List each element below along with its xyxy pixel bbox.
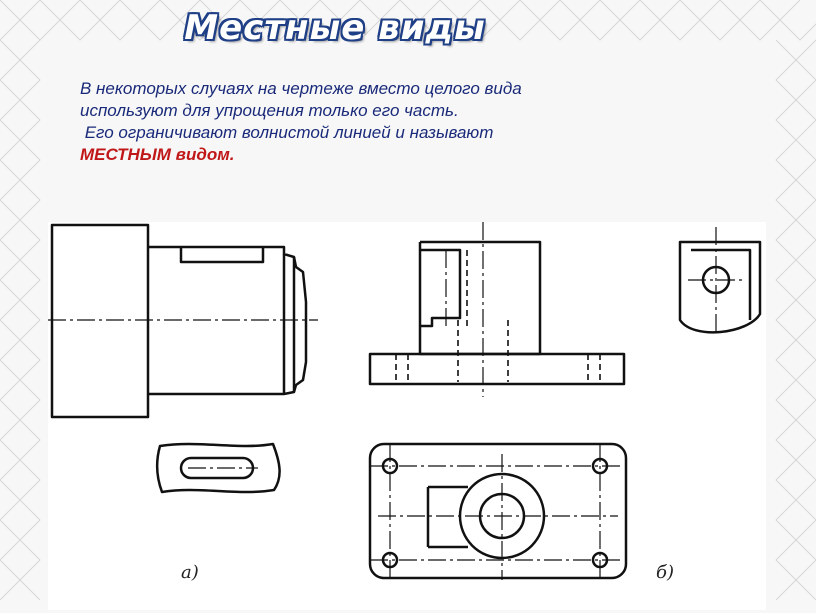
description-text: В некоторых случаях на чертеже вместо це… <box>80 78 640 166</box>
technical-drawing <box>48 222 762 580</box>
highlight-term: МЕСТНЫМ видом. <box>80 145 235 164</box>
shaft-front-view <box>50 223 308 419</box>
description-line-1: В некоторых случаях на чертеже вместо це… <box>80 79 522 98</box>
description-line-2: используют для упрощения только его част… <box>80 101 459 120</box>
bracket-front-view <box>368 240 626 386</box>
caption-a: а) <box>181 562 199 583</box>
bracket-top-view <box>368 442 628 580</box>
caption-b: б) <box>656 562 675 583</box>
bracket-local-view <box>678 240 762 334</box>
technical-drawing-figure: а) б) <box>48 222 766 610</box>
description-line-3: Его ограничивают волнистой линией и назы… <box>80 123 494 142</box>
slide-title: Местные виды <box>184 8 486 48</box>
